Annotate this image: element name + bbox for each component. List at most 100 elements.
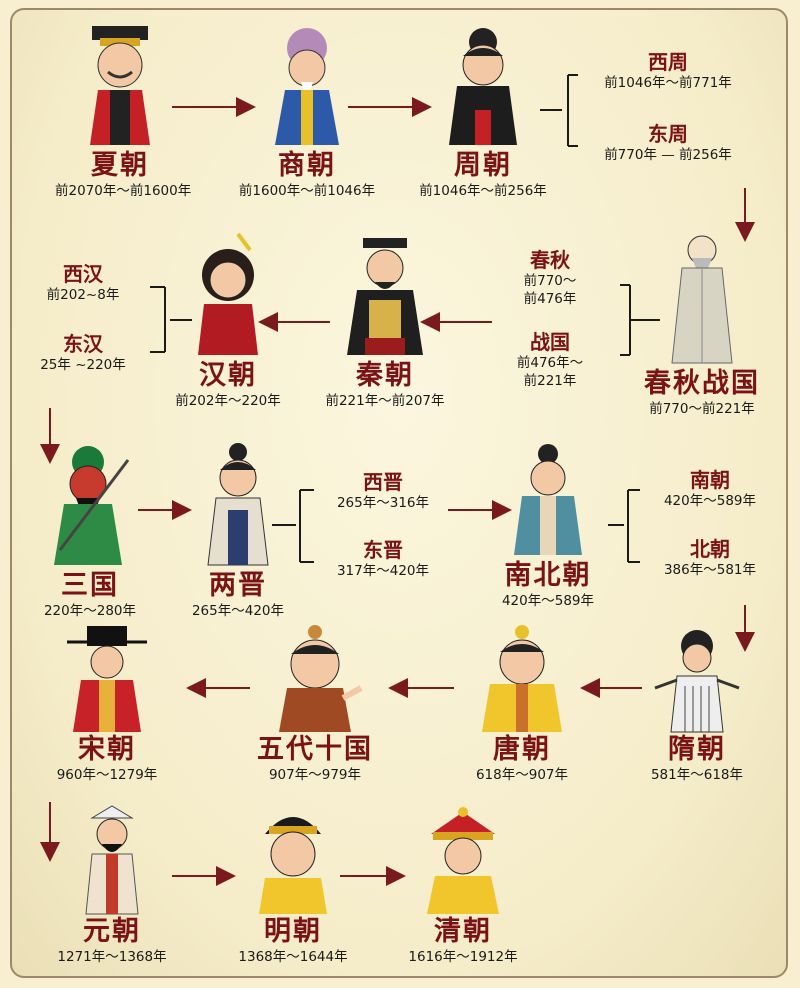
subperiod-name: 春秋 <box>530 248 570 272</box>
emperor-figure-icon <box>482 625 562 732</box>
dynasty-range: 420年～589年 <box>501 593 595 609</box>
lady-figure-icon <box>449 28 517 145</box>
dynasty-wudai: 五代十国 907年～979年 <box>240 622 390 784</box>
timeline-frame <box>10 8 788 978</box>
dynasty-range: 前202年～220年 <box>175 393 281 409</box>
lady-figure-icon <box>207 443 269 566</box>
emperor-figure-icon <box>259 817 327 914</box>
dynasty-name: 唐朝 <box>493 734 551 765</box>
qing-emperor-figure-icon <box>427 807 499 914</box>
subperiod-zhanguo: 战国 前476年～ 前221年 <box>500 330 600 390</box>
scholar-figure-icon <box>275 28 339 145</box>
subperiod-beichao: 北朝 386年～581年 <box>640 537 780 579</box>
subperiod-range: 前770年 — 前256年 <box>604 147 732 163</box>
dynasty-name: 夏朝 <box>91 150 149 181</box>
dynasty-range: 前221年～前207年 <box>325 393 445 409</box>
scholar-figure-icon <box>671 235 733 364</box>
dynasty-zhou: 周朝 前1046年～前256年 <box>408 20 558 200</box>
subperiod-name: 西汉 <box>63 262 103 286</box>
subperiod-range: 前1046年～前771年 <box>604 75 732 91</box>
warrior-figure-icon <box>198 232 258 355</box>
subperiod-name: 战国 <box>530 330 570 354</box>
dynasty-song: 宋朝 960年～1279年 <box>42 622 172 784</box>
dynasty-qin: 秦朝 前221年～前207年 <box>305 230 465 410</box>
subperiod-range: 420年～589年 <box>663 493 757 509</box>
subperiod-range-1: 前770～ <box>523 273 577 289</box>
subperiod-nanchao: 南朝 420年～589年 <box>640 468 780 510</box>
dynasty-range: 前2070年～前1600年 <box>55 183 192 199</box>
warrior-figure-icon <box>54 446 130 565</box>
dynasty-range: 1368年～1644年 <box>238 949 348 965</box>
dynasty-range: 1616年～1912年 <box>408 949 518 965</box>
subperiod-range-2: 前221年 <box>523 373 577 389</box>
subperiod-name: 西周 <box>648 50 688 74</box>
subperiod-range: 265年～316年 <box>336 495 430 511</box>
subperiod-range-2: 前476年 <box>523 291 577 307</box>
bracket-han <box>150 286 192 353</box>
dynasty-name: 隋朝 <box>668 734 726 765</box>
emperor-figure-icon <box>90 26 150 145</box>
official-figure-icon <box>67 626 147 732</box>
dynasty-name: 元朝 <box>83 916 141 947</box>
dynasty-name: 南北朝 <box>504 560 592 591</box>
dynasty-shang: 商朝 前1600年～前1046年 <box>232 20 382 200</box>
dynasty-name: 商朝 <box>278 150 336 181</box>
dynasty-name: 春秋战国 <box>644 368 760 399</box>
subperiod-name: 北朝 <box>690 537 730 561</box>
dynasty-yuan: 元朝 1271年～1368年 <box>42 804 182 966</box>
dynasty-range: 907年～979年 <box>268 767 362 783</box>
subperiod-range: 前202~8年 <box>46 287 120 303</box>
subperiod-name: 东汉 <box>63 332 103 356</box>
official-figure-icon <box>85 805 139 915</box>
subperiod-name: 西晋 <box>363 470 403 494</box>
dynasty-tang: 唐朝 618年～907年 <box>452 622 592 784</box>
subperiod-xizhou: 西周 前1046年～前771年 <box>588 50 748 92</box>
lady-figure-icon <box>514 444 582 555</box>
dynasty-qing: 清朝 1616年～1912年 <box>388 804 538 966</box>
dynasty-name: 两晋 <box>209 570 267 601</box>
dynasty-name: 三国 <box>61 570 119 601</box>
dynasty-name: 宋朝 <box>78 734 136 765</box>
bracket-nanbei <box>608 489 640 563</box>
dynasty-chunqiu-zhanguo: 春秋战国 前770～前221年 <box>622 228 782 418</box>
dynasty-range: 581年～618年 <box>650 767 744 783</box>
dynasty-range: 1271年～1368年 <box>57 949 167 965</box>
subperiod-name: 东周 <box>648 122 688 146</box>
dynasty-name: 周朝 <box>454 150 512 181</box>
dynasty-sanguo: 三国 220年～280年 <box>30 440 150 620</box>
subperiod-range: 25年 ~220年 <box>40 357 126 373</box>
bracket-chunqiu <box>620 284 660 356</box>
dynasty-jin: 两晋 265年～420年 <box>168 440 308 620</box>
subperiod-donghan: 东汉 25年 ~220年 <box>28 332 138 374</box>
dynasty-range: 前1600年～前1046年 <box>238 183 376 199</box>
bracket-zhou <box>540 74 578 147</box>
dynasty-name: 汉朝 <box>199 360 257 391</box>
subperiod-name: 南朝 <box>690 468 730 492</box>
dynasty-name: 秦朝 <box>356 360 414 391</box>
subperiod-chunqiu: 春秋 前770～ 前476年 <box>500 248 600 308</box>
dynasty-name: 五代十国 <box>257 734 373 765</box>
dynasty-range: 618年～907年 <box>475 767 569 783</box>
subperiod-range: 386年～581年 <box>663 562 757 578</box>
subperiod-dongzhou: 东周 前770年 — 前256年 <box>588 122 748 164</box>
lady-figure-icon <box>654 630 740 733</box>
official-figure-icon <box>279 625 363 732</box>
dynasty-range: 960年～1279年 <box>56 767 158 783</box>
subperiod-name: 东晋 <box>363 538 403 562</box>
dynasty-nanbei: 南北朝 420年～589年 <box>478 440 618 610</box>
dynasty-range: 220年～280年 <box>43 603 137 619</box>
dynasty-ming: 明朝 1368年～1644年 <box>218 804 368 966</box>
subperiod-xihan: 西汉 前202~8年 <box>28 262 138 304</box>
dynasty-range: 前770～前221年 <box>649 401 755 417</box>
subperiod-range-1: 前476年～ <box>516 355 584 371</box>
dynasty-sui: 隋朝 581年～618年 <box>622 622 772 784</box>
emperor-figure-icon <box>347 238 423 355</box>
dynasty-range: 前1046年～前256年 <box>419 183 547 199</box>
dynasty-range: 265年～420年 <box>191 603 285 619</box>
subperiod-dongjin: 东晋 317年～420年 <box>318 538 448 580</box>
subperiod-range: 317年～420年 <box>336 563 430 579</box>
subperiod-xijin: 西晋 265年～316年 <box>318 470 448 512</box>
dynasty-han: 汉朝 前202年～220年 <box>158 230 298 410</box>
dynasty-xia: 夏朝 前2070年～前1600年 <box>55 20 192 200</box>
